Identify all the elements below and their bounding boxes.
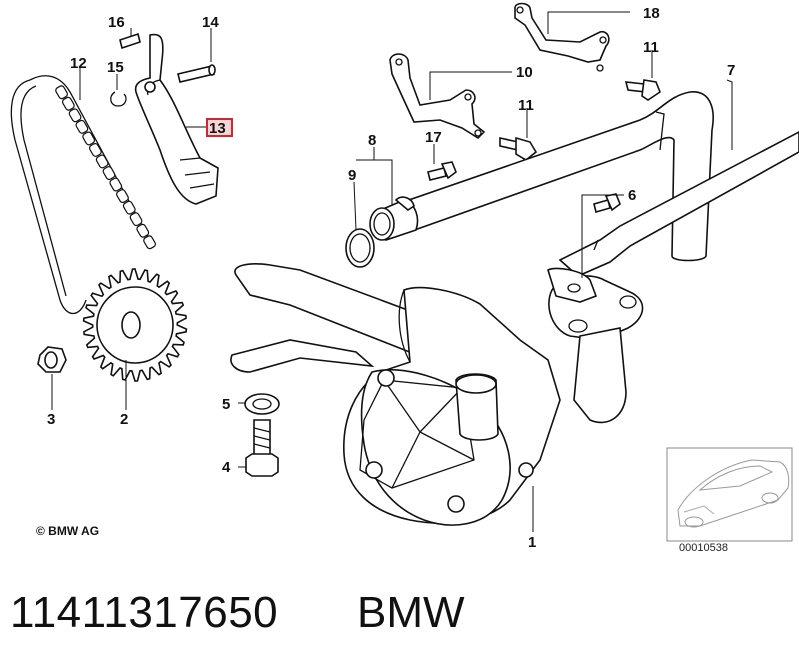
chain-link bbox=[136, 223, 150, 238]
callout-13: 13 bbox=[209, 120, 226, 137]
pipe-flange bbox=[369, 196, 419, 241]
callout-4: 4 bbox=[222, 459, 231, 476]
nut bbox=[37, 346, 67, 373]
diagram-reference-number: 00010538 bbox=[679, 542, 728, 554]
callout-5: 5 bbox=[222, 396, 230, 413]
leader-lines bbox=[51, 11, 733, 532]
bolt-bracket bbox=[593, 193, 621, 213]
chain-link bbox=[75, 119, 89, 134]
chain-link bbox=[82, 131, 96, 146]
chain-link bbox=[143, 235, 156, 250]
o-ring bbox=[345, 228, 375, 268]
chain-link bbox=[68, 108, 82, 123]
sprocket bbox=[82, 268, 188, 382]
callout-3: 3 bbox=[47, 411, 55, 428]
copyright-notice: © BMW AG bbox=[36, 524, 100, 538]
callout-13-highlight bbox=[206, 118, 233, 137]
callout-6: 6 bbox=[628, 187, 636, 204]
callout-17: 17 bbox=[425, 129, 442, 146]
bolt-middle bbox=[499, 136, 538, 161]
callout-10: 10 bbox=[516, 64, 533, 81]
callout-15: 15 bbox=[107, 59, 124, 76]
dowel-pin bbox=[119, 32, 141, 50]
bolt-upper bbox=[624, 79, 661, 101]
callout-18: 18 bbox=[643, 5, 660, 22]
chain-tensioner bbox=[134, 33, 219, 205]
callout-11-upper: 11 bbox=[643, 39, 659, 56]
part-number: 11411317650 bbox=[10, 588, 279, 637]
chain-link bbox=[88, 143, 102, 157]
brand-name: BMW bbox=[357, 588, 465, 637]
car-thumbnail bbox=[666, 447, 793, 542]
chain-link bbox=[122, 200, 136, 215]
washer bbox=[244, 393, 280, 415]
timing-chain bbox=[10, 75, 156, 315]
bracket-upper bbox=[514, 2, 610, 72]
bolt-pipe bbox=[427, 161, 457, 181]
chain-link bbox=[109, 177, 123, 192]
circlip bbox=[110, 91, 127, 107]
chain-link bbox=[61, 96, 75, 111]
chain-link bbox=[95, 154, 109, 169]
callout-11-lower: 11 bbox=[518, 97, 534, 114]
chain-links bbox=[55, 85, 156, 250]
guide-pin bbox=[177, 64, 216, 83]
callout-1: 1 bbox=[528, 534, 536, 551]
chain-link bbox=[129, 212, 143, 227]
callout-16: 16 bbox=[108, 14, 125, 31]
oil-pump bbox=[230, 263, 644, 526]
chain-link bbox=[116, 189, 129, 203]
chain-link bbox=[55, 85, 68, 100]
callout-14: 14 bbox=[202, 14, 219, 31]
suction-pipe bbox=[378, 91, 799, 277]
callout-7: 7 bbox=[727, 62, 735, 79]
callout-2: 2 bbox=[120, 411, 128, 428]
mounting-bolt bbox=[245, 419, 279, 477]
bracket-middle bbox=[389, 53, 486, 140]
callout-9: 9 bbox=[348, 167, 356, 184]
chain-link bbox=[102, 166, 116, 180]
callout-8: 8 bbox=[368, 132, 376, 149]
callouts: 16 14 12 15 13 18 10 11 11 7 8 9 17 6 5 … bbox=[47, 5, 735, 551]
callout-12: 12 bbox=[70, 55, 87, 72]
